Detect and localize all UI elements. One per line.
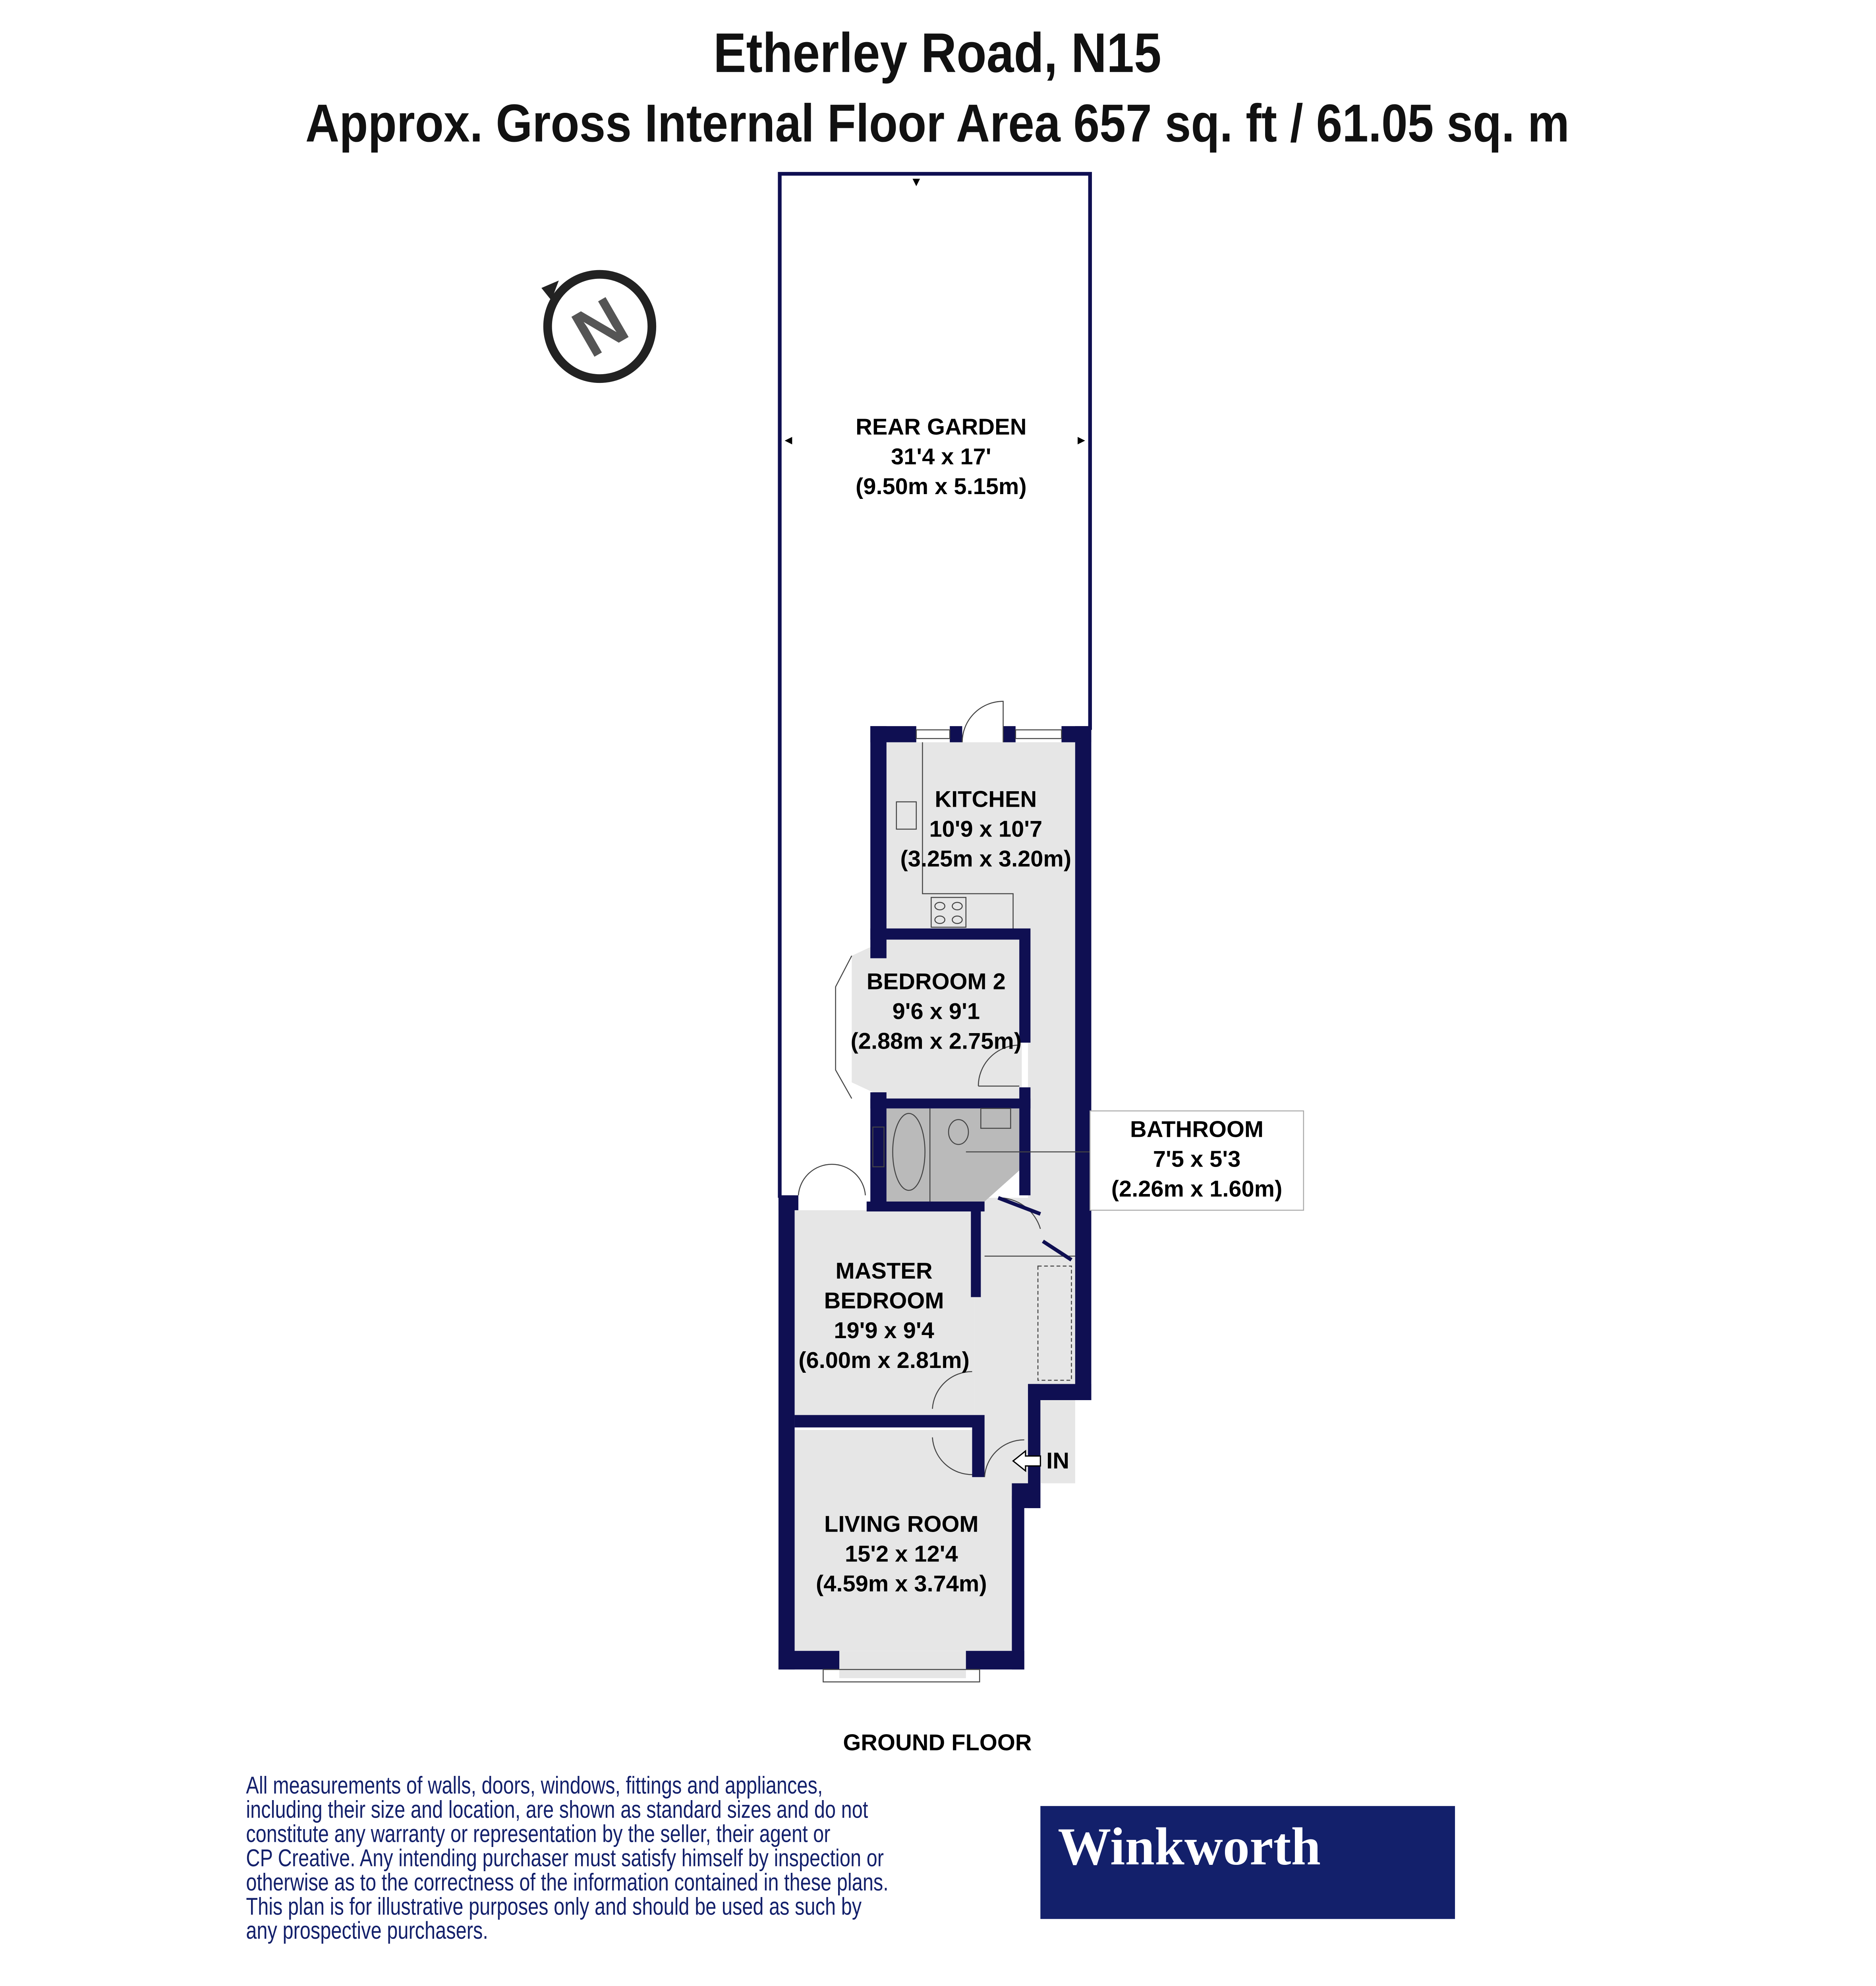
svg-text:7'5 x 5'3: 7'5 x 5'3: [1153, 1147, 1240, 1172]
svg-text:any prospective purchasers.: any prospective purchasers.: [246, 1917, 488, 1944]
svg-text:BEDROOM: BEDROOM: [824, 1288, 944, 1314]
north-compass-icon: N: [541, 270, 657, 383]
svg-text:(6.00m x 2.81m): (6.00m x 2.81m): [798, 1348, 970, 1373]
entrance-arrow-icon: [1012, 1449, 1041, 1472]
svg-text:constitute any warranty or rep: constitute any warranty or representatio…: [246, 1820, 830, 1847]
svg-text:10'9 x 10'7: 10'9 x 10'7: [929, 816, 1043, 842]
svg-text:BEDROOM 2: BEDROOM 2: [867, 969, 1006, 995]
room-label-rear-garden: REAR GARDEN 31'4 x 17' (9.50m x 5.15m): [856, 414, 1027, 499]
page-title: Etherley Road, N15: [713, 22, 1161, 84]
bathroom-floor: [886, 1108, 1020, 1202]
walls: [778, 726, 1092, 1670]
svg-text:Winkworth: Winkworth: [1058, 1817, 1321, 1876]
svg-text:REAR GARDEN: REAR GARDEN: [856, 414, 1026, 440]
svg-text:All measurements of walls, doo: All measurements of walls, doors, window…: [246, 1772, 823, 1799]
svg-text:This plan is for illustrative: This plan is for illustrative purposes o…: [246, 1893, 862, 1920]
room-label-master-bedroom: MASTER BEDROOM 19'9 x 9'4 (6.00m x 2.81m…: [798, 1258, 970, 1373]
svg-text:including their size and locat: including their size and location, are s…: [246, 1796, 868, 1823]
fixtures: [798, 701, 1090, 1683]
svg-text:KITCHEN: KITCHEN: [935, 786, 1037, 812]
room-label-bathroom: BATHROOM 7'5 x 5'3 (2.26m x 1.60m): [1090, 1110, 1304, 1211]
floor-plan: Etherley Road, N15 Approx. Gross Interna…: [246, 22, 1569, 1944]
svg-text:(3.25m x 3.20m): (3.25m x 3.20m): [900, 846, 1072, 871]
svg-text:31'4 x 17': 31'4 x 17': [891, 444, 991, 469]
svg-text:19'9 x 9'4: 19'9 x 9'4: [834, 1318, 934, 1343]
svg-text:CP Creative. Any intending pur: CP Creative. Any intending purchaser mus…: [246, 1844, 884, 1871]
room-label-kitchen: KITCHEN 10'9 x 10'7 (3.25m x 3.20m): [900, 786, 1072, 871]
svg-text:otherwise as to the correctnes: otherwise as to the correctness of the i…: [246, 1868, 889, 1895]
svg-text:N: N: [560, 282, 640, 371]
svg-text:15'2 x 12'4: 15'2 x 12'4: [845, 1541, 958, 1567]
room-label-bedroom-2: BEDROOM 2 9'6 x 9'1 (2.88m x 2.75m): [851, 969, 1022, 1054]
svg-text:9'6 x 9'1: 9'6 x 9'1: [893, 999, 980, 1024]
svg-text:LIVING ROOM: LIVING ROOM: [824, 1511, 979, 1537]
room-label-living-room: LIVING ROOM 15'2 x 12'4 (4.59m x 3.74m): [816, 1511, 987, 1596]
svg-text:(4.59m x 3.74m): (4.59m x 3.74m): [816, 1571, 987, 1596]
rear-garden: [778, 172, 1092, 1198]
svg-text:(9.50m x 5.15m): (9.50m x 5.15m): [856, 474, 1027, 499]
winkworth-logo: Winkworth: [1040, 1806, 1455, 1919]
svg-text:(2.88m x 2.75m): (2.88m x 2.75m): [851, 1029, 1022, 1054]
floor-label: GROUND FLOOR: [843, 1730, 1032, 1755]
svg-text:BATHROOM: BATHROOM: [1130, 1117, 1264, 1142]
entrance-label: IN: [1046, 1448, 1069, 1474]
page-subtitle: Approx. Gross Internal Floor Area 657 sq…: [305, 93, 1569, 153]
disclaimer: All measurements of walls, doors, window…: [246, 1772, 889, 1944]
svg-text:(2.26m x 1.60m): (2.26m x 1.60m): [1111, 1177, 1283, 1202]
svg-text:MASTER: MASTER: [836, 1258, 933, 1284]
